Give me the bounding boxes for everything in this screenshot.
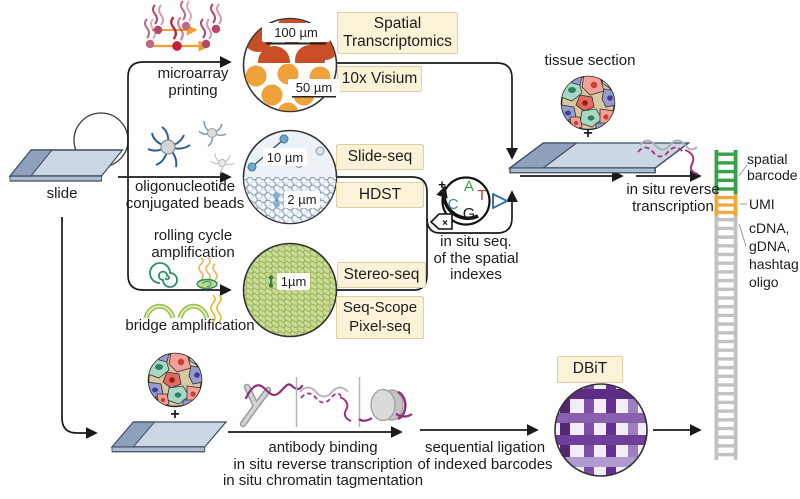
plus-sign-top: + xyxy=(583,125,593,142)
tissue-section-label: tissue section xyxy=(544,52,636,69)
seq-plus: + xyxy=(438,177,446,192)
scale-dumbbell-2um xyxy=(274,192,280,208)
oligo-beads-icon xyxy=(147,120,235,175)
method-box-visium: 10x Visium xyxy=(337,66,422,92)
base-g: G xyxy=(463,206,475,223)
scale-label-100um: 100 µm xyxy=(262,23,330,42)
method-box-seq-scope-pixel-seq: Seq-Scope Pixel-seq xyxy=(336,296,424,339)
oligo-beads-label: oligonucleotide conjugated beads xyxy=(125,178,245,212)
rolling-cycle-label: rolling cycle amplification xyxy=(151,227,235,261)
umi-label: UMI xyxy=(749,196,775,212)
ladder-cdna-section xyxy=(714,216,738,460)
dbit-grid-magnified xyxy=(554,383,648,477)
in-situ-seq-icon: A T C G + × xyxy=(429,176,508,230)
method-box-hdst: HDST xyxy=(336,182,424,208)
antibody-binding-icon xyxy=(239,383,304,428)
scale-label-1um: 1µm xyxy=(277,273,310,290)
in-situ-rt-label: in situ reverse transcription xyxy=(626,181,720,215)
method-box-spatial-transcriptomics: Spatial Transcriptomics xyxy=(337,12,458,54)
rolling-circle-icon xyxy=(149,257,218,290)
bottom-tissue-slide-illustration xyxy=(111,352,227,453)
ladder-leader-lines xyxy=(738,164,748,247)
cdna-label: cDNA, gDNA, hashtag oligo xyxy=(749,220,799,290)
beads-magnified xyxy=(242,129,338,225)
bridge-amplification-icon: + xyxy=(143,294,222,323)
bridge-amplification-label: bridge amplification xyxy=(125,317,255,334)
method-box-slide-seq: Slide-seq xyxy=(336,144,424,170)
slide-label: slide xyxy=(46,185,78,202)
base-t: T xyxy=(477,187,486,204)
ligation-label: sequential ligation of indexed barcodes xyxy=(417,439,553,473)
plus-sign-bottom: + xyxy=(170,406,180,423)
ladder-umi-section xyxy=(714,194,738,216)
chromatin-tagmentation-icon xyxy=(358,388,413,422)
ladder-barcode-section xyxy=(714,150,738,194)
slide-illustration xyxy=(9,112,129,182)
spatial-barcode-label: spatial barcode xyxy=(747,151,798,183)
barcode-ladder xyxy=(714,150,748,460)
stereo-chip-magnified xyxy=(242,242,338,338)
method-box-dbit: DBiT xyxy=(557,356,623,383)
base-a: A xyxy=(464,178,474,195)
reverse-transcription-icon xyxy=(299,386,352,422)
microarray-printing-icon xyxy=(144,0,222,52)
block-x-tag-icon: × xyxy=(429,213,453,230)
scale-label-10um: 10 µm xyxy=(263,148,307,166)
microarray-printing-label: microarray printing xyxy=(157,65,229,99)
tissue-section-illustration xyxy=(509,75,690,174)
base-c: C xyxy=(448,196,459,213)
rna-strand-icon xyxy=(637,139,699,175)
bottom-steps-label: antibody binding in situ reverse transcr… xyxy=(222,439,424,489)
scale-label-2um: 2 µm xyxy=(284,191,320,208)
svg-text:×: × xyxy=(442,218,448,229)
in-situ-seq-label: in situ seq. of the spatial indexes xyxy=(433,233,519,283)
scale-label-50um: 50 µm xyxy=(288,79,340,96)
method-box-stereo-seq: Stereo-seq xyxy=(337,262,426,288)
polymerase-triangle-icon xyxy=(492,193,508,209)
scale-dumbbell-1um xyxy=(268,275,274,288)
